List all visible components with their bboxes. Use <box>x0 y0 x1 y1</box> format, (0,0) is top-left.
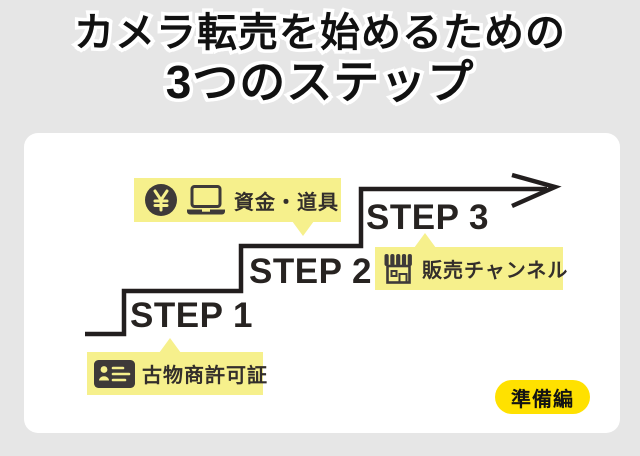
tag-sales-channel-label: 販売チャンネル <box>422 260 569 282</box>
storefront-icon <box>383 252 414 285</box>
tag-license-label: 古物商許可証 <box>142 365 268 387</box>
title-line-2: 3つのステップ <box>162 53 477 112</box>
title-line-1: カメラ転売を始めるための <box>71 7 569 58</box>
pointer-up-icon <box>414 233 436 248</box>
pointer-down-icon <box>292 221 314 236</box>
preparation-badge: 準備編 <box>495 380 590 414</box>
yen-coin-icon <box>144 183 178 217</box>
tag-sales-channel: 販売チャンネル <box>375 233 567 290</box>
step-1-label: STEP 1 <box>130 296 253 335</box>
pointer-up-icon <box>159 338 181 353</box>
tag-funds-tools-label: 資金・道具 <box>234 191 339 214</box>
tag-license: 古物商許可証 <box>87 338 267 395</box>
id-card-icon <box>94 359 135 388</box>
laptop-icon <box>185 185 227 215</box>
tag-funds-tools: 資金・道具 <box>134 178 341 236</box>
step-3-label: STEP 3 <box>366 198 489 237</box>
step-2-label: STEP 2 <box>249 252 372 291</box>
page-title: カメラ転売を始めるための 3つのステップ <box>0 7 640 112</box>
